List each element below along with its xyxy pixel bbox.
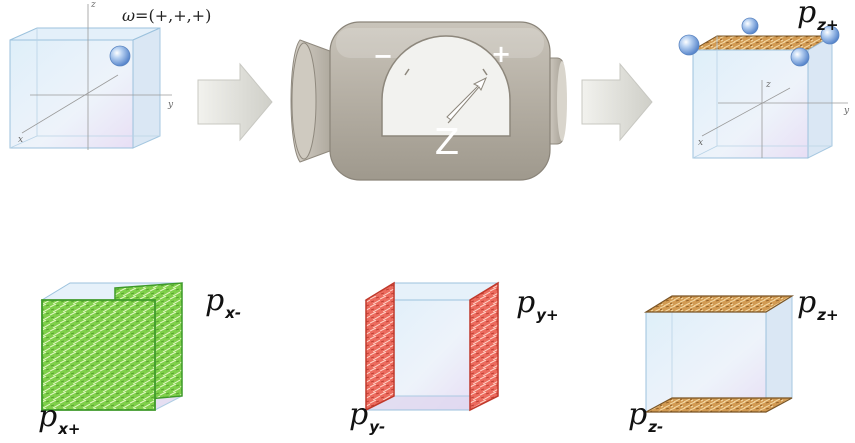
state-sphere	[820, 25, 840, 45]
projected-plane-y-plus	[469, 281, 499, 412]
state-sphere	[109, 45, 131, 67]
input-state-cube	[9, 4, 172, 150]
arrow-right-icon	[197, 62, 273, 142]
dial-tick-plus	[482, 68, 488, 76]
meter-dial	[381, 35, 511, 137]
projector-label-x-plus: px+	[38, 399, 81, 438]
meter-minus-label: −	[373, 42, 394, 70]
projected-plane-x-plus	[41, 299, 156, 411]
projector-label-y-minus: py-	[349, 397, 386, 436]
meter-needle	[446, 76, 487, 124]
axis-label-y: y	[168, 100, 174, 110]
meter-letter: Z	[434, 122, 460, 163]
state-label: ω=(+,+,+)	[122, 6, 212, 25]
projector-label-z-minus: pz-	[628, 397, 664, 436]
axis-label-z: z	[91, 0, 96, 10]
state-sphere	[678, 34, 700, 56]
axis-label-y: y	[844, 106, 850, 116]
meter-plus-label: +	[491, 40, 512, 68]
result-cube	[678, 17, 848, 159]
axis-label-x: x	[18, 135, 24, 145]
z-measurement-device	[290, 21, 567, 181]
dial-tick-minus	[404, 68, 410, 76]
projected-plane-z-minus	[645, 397, 793, 413]
state-sphere	[790, 47, 810, 67]
projected-plane-z-plus	[643, 295, 795, 313]
projector-z-cube	[643, 295, 795, 413]
projected-plane-y-minus	[365, 281, 395, 412]
projector-label-x-minus: px-	[205, 283, 242, 322]
axis-label-x: x	[698, 138, 704, 148]
projector-label-z-plus: pz+	[797, 285, 839, 324]
projector-y-cube	[364, 281, 500, 412]
result-projector-label: pz+	[797, 0, 839, 34]
arrow-right-icon	[581, 62, 653, 142]
projector-label-y-plus: py+	[516, 285, 559, 324]
projector-x-cube	[40, 282, 184, 411]
state-sphere	[741, 17, 759, 35]
axis-label-z: z	[766, 80, 771, 90]
